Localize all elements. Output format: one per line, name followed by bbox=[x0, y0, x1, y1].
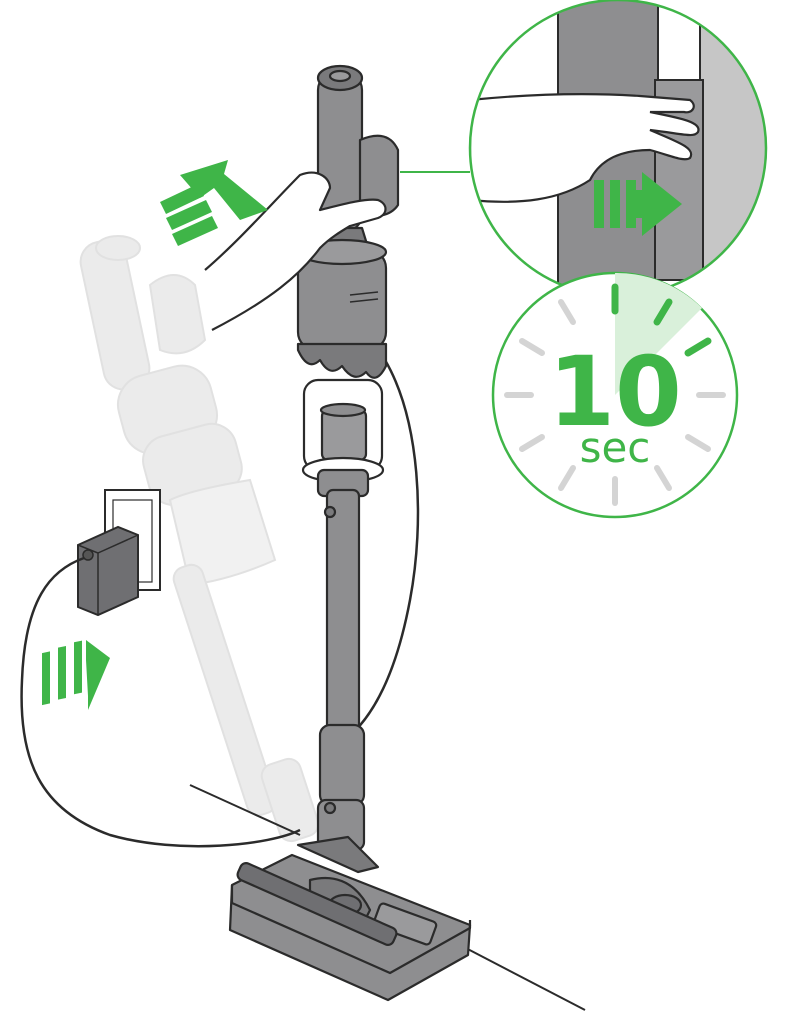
vacuum-main bbox=[228, 64, 472, 1002]
timer-value: 10 bbox=[548, 336, 682, 448]
floor-line bbox=[189, 784, 301, 836]
timer-icon: 10 sec bbox=[491, 271, 739, 519]
charger-plug bbox=[77, 525, 139, 617]
hand-icon bbox=[204, 171, 387, 331]
arrow-up-right-icon bbox=[160, 160, 268, 246]
dock-cable bbox=[344, 359, 420, 741]
timer-unit: sec bbox=[580, 423, 651, 472]
ghost-vacuum bbox=[79, 235, 320, 843]
charging-cable bbox=[20, 556, 301, 848]
arrow-right-icon bbox=[42, 640, 110, 710]
floor-line bbox=[459, 944, 586, 1011]
